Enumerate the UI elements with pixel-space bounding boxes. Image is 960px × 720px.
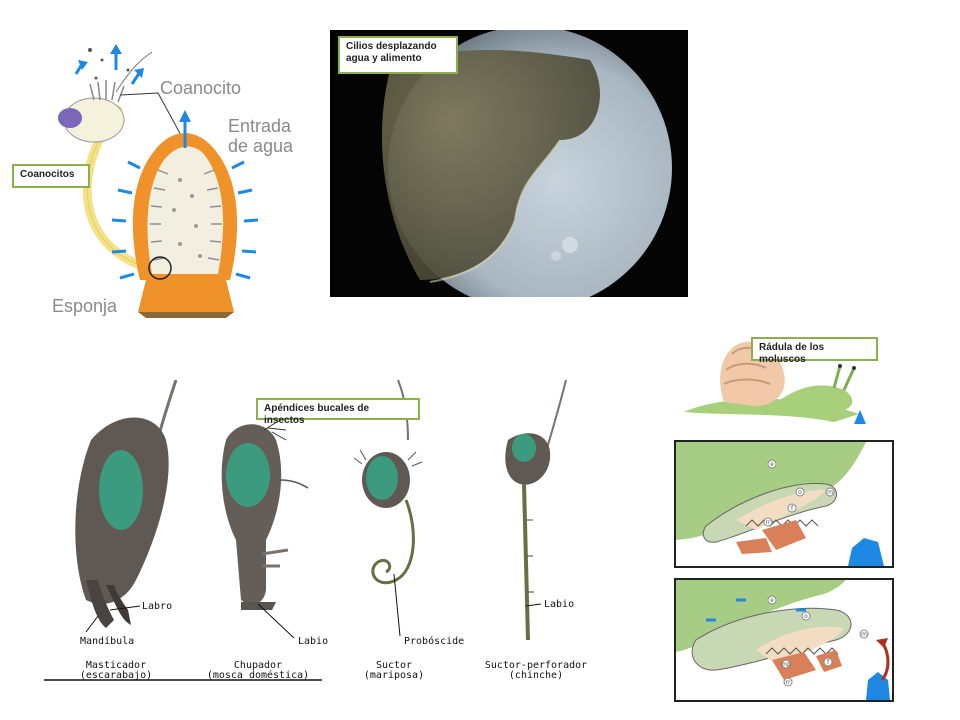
marker-o-bottom: o bbox=[804, 613, 808, 620]
radula-open: e o m f mp rr bbox=[676, 580, 890, 700]
type-name-2: Suctor bbox=[376, 660, 412, 671]
type-name-1: Chupador bbox=[234, 660, 282, 671]
tag-coanocitos: Coanocitos bbox=[12, 164, 90, 188]
insect-mouthparts: Labro Mandíbula Labio Probóscide Labio M… bbox=[36, 380, 606, 690]
marker-rr-bottom: rr bbox=[786, 679, 791, 686]
label-mandibula: Mandíbula bbox=[80, 635, 134, 647]
micrograph bbox=[381, 30, 672, 297]
marker-f-top: f bbox=[791, 505, 794, 512]
tag-radula: Rádula de los moluscos bbox=[751, 337, 878, 365]
marker-m-bottom: m bbox=[861, 631, 867, 638]
type-example-0: (escarabajo) bbox=[80, 670, 152, 681]
label-proboscide: Probóscide bbox=[404, 635, 464, 647]
label-coanocito: Coanocito bbox=[160, 78, 241, 98]
type-example-2: (mariposa) bbox=[364, 670, 424, 681]
type-name-0: Masticador bbox=[86, 660, 146, 671]
microscope-photo bbox=[330, 30, 688, 297]
marker-o-top: o bbox=[798, 489, 802, 496]
label-labio-bug: Labio bbox=[544, 599, 574, 610]
type-example-1: (mosca doméstica) bbox=[207, 669, 309, 681]
marker-e-bottom: e bbox=[770, 597, 774, 604]
marker-f-bottom: f bbox=[827, 659, 830, 666]
label-labio-fly: Labio bbox=[298, 636, 328, 647]
sponge-illustration: Coanocito Entrada de agua Esponja bbox=[52, 44, 294, 318]
label-esponja: Esponja bbox=[52, 296, 118, 316]
label-labro: Labro bbox=[142, 601, 172, 612]
sponge-diagram: Coanocito Entrada de agua Esponja bbox=[20, 30, 320, 320]
tag-cilios: Cilios desplazando agua y alimento bbox=[338, 36, 458, 74]
bug-head bbox=[505, 380, 567, 641]
fly-head bbox=[221, 419, 309, 610]
type-example-3: (chinche) bbox=[509, 670, 563, 681]
insect-heads: Labro Mandíbula Labio Probóscide Labio M… bbox=[44, 380, 587, 681]
radula-closed: e o m f rr bbox=[676, 442, 884, 566]
butterfly-head bbox=[353, 380, 423, 585]
radula-diagram-top: e o m f rr bbox=[674, 440, 894, 568]
label-entrada: Entrada bbox=[228, 116, 292, 136]
marker-e-top: e bbox=[770, 461, 774, 468]
beetle-head bbox=[75, 380, 178, 628]
radula-diagram-bottom: e o m f mp rr bbox=[674, 578, 894, 702]
marker-rr-top: rr bbox=[766, 519, 771, 526]
label-de-agua: de agua bbox=[228, 136, 294, 156]
marker-mp-bottom: mp bbox=[781, 661, 791, 668]
marker-m-top: m bbox=[827, 489, 833, 496]
type-name-3: Suctor-perforador bbox=[485, 660, 587, 671]
tag-apendices: Apéndices bucales de insectos bbox=[256, 398, 420, 426]
